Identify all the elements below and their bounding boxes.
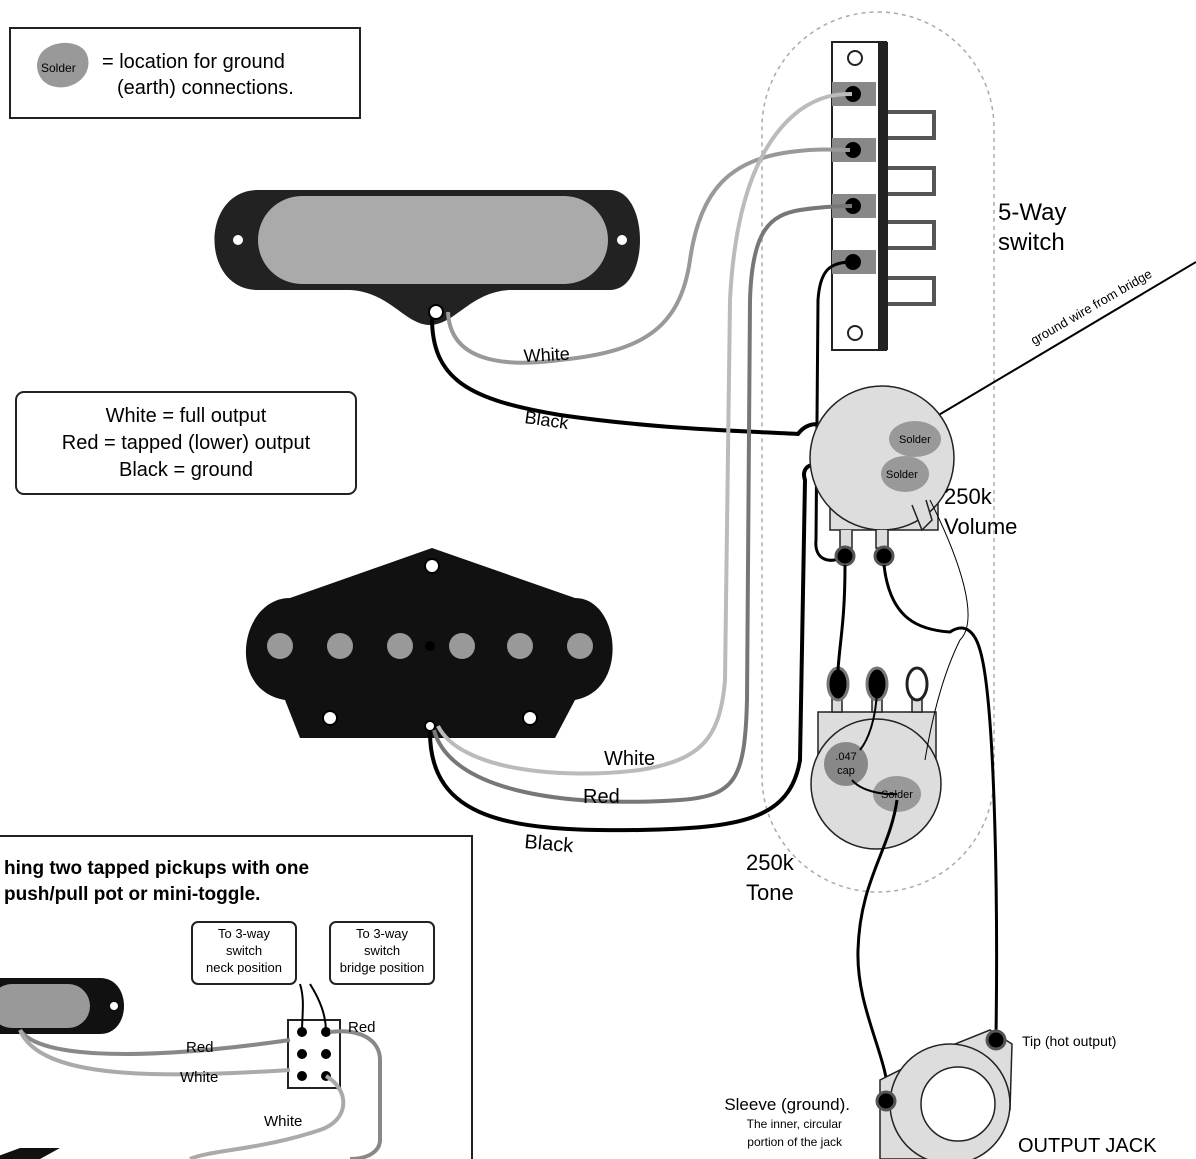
volume-solder-label-2: Solder — [886, 469, 918, 481]
output-jack-inner-ring — [920, 1066, 996, 1142]
volume-pot: Solder Solder 250k Volume — [809, 385, 1017, 567]
tone-solder-label: Solder — [881, 789, 913, 801]
volume-solder-blob-1 — [889, 421, 941, 457]
tone-value-label: 250k — [746, 850, 795, 875]
jack-sleeve-label-line2: The inner, circular — [747, 1117, 842, 1131]
bridge-black-wire — [428, 463, 824, 833]
output-jack: Tip (hot output) Sleeve (ground). The in… — [724, 1029, 1157, 1159]
inset-neck-box-line2: switch — [226, 943, 262, 958]
inset-title-line1: hing two tapped pickups with one — [4, 858, 309, 879]
tone-name-label: Tone — [746, 880, 794, 905]
color-legend-red: Red = tapped (lower) output — [62, 432, 311, 454]
switch-lug-2 — [845, 142, 861, 158]
bridge-black-label: Black — [524, 831, 576, 857]
tone-pot: .047 cap Solder 250k Tone — [746, 666, 942, 905]
bridge-mount-hole-right — [522, 710, 538, 726]
tone-lug-to-cap-wire — [859, 689, 878, 751]
inset-neck-box-line3: neck position — [206, 960, 282, 975]
switch-lug-3 — [845, 198, 861, 214]
pole-piece-3 — [387, 633, 413, 659]
cap-to-tone-ground-wire — [851, 779, 898, 796]
tone-to-jack-sleeve-wire — [856, 799, 899, 1101]
color-legend-black: Black = ground — [119, 459, 253, 481]
pole-piece-4 — [449, 633, 475, 659]
jack-sleeve-lug — [875, 1090, 897, 1112]
control-plate-outline — [761, 11, 995, 893]
tone-cap-icon — [824, 742, 868, 786]
color-legend-box — [15, 391, 357, 495]
inset-red-label-2: Red — [348, 1019, 376, 1036]
neck-white-wire — [446, 147, 851, 365]
switch-bottom-hole — [847, 325, 863, 341]
tone-lug-1 — [826, 666, 850, 702]
switch-lug-4 — [845, 254, 861, 270]
bridge-mount-hole-left — [322, 710, 338, 726]
bridge-white-wire — [436, 92, 853, 776]
solder-blob-icon — [37, 42, 89, 88]
volume-ground-to-tone-wire — [924, 499, 969, 761]
jack-tip-lug — [985, 1029, 1007, 1051]
pole-piece-1 — [267, 633, 293, 659]
tone-cap-label-line1: .047 — [835, 751, 856, 763]
bridge-red-wire — [432, 204, 853, 804]
bridge-white-label: White — [604, 748, 655, 770]
inset-white-label-1: White — [180, 1069, 218, 1086]
solder-legend-line2: (earth) connections. — [117, 77, 294, 99]
switch-top-hole — [847, 50, 863, 66]
ground-wire-label: ground wire from bridge — [1028, 266, 1154, 348]
switch-lug-1 — [845, 86, 861, 102]
volume-solder-blob-2 — [881, 456, 929, 492]
bridge-pickup-lead-eyelet — [424, 720, 436, 732]
jack-sleeve-label-line3: portion of the jack — [747, 1135, 843, 1149]
volume-to-tone-wire — [836, 564, 847, 671]
neck-mount-hole-left — [233, 235, 243, 245]
solder-legend-line1: = location for ground — [102, 51, 285, 73]
pole-piece-5 — [507, 633, 533, 659]
jack-sleeve-label-line1: Sleeve (ground). — [724, 1095, 850, 1114]
tone-cap-label-line2: cap — [837, 765, 855, 777]
inset-bridge-box — [329, 921, 435, 985]
color-legend: White = full output Red = tapped (lower)… — [15, 391, 357, 495]
solder-blob-label: Solder — [41, 61, 76, 75]
volume-to-jack-tip-wire — [882, 564, 999, 1037]
inset-bridge-box-line1: To 3-way — [356, 926, 409, 941]
bridge-mount-hole-top — [424, 558, 440, 574]
neck-pickup — [214, 190, 640, 325]
bridge-red-label: Red — [583, 786, 620, 808]
pole-piece-6 — [567, 633, 593, 659]
switch-label-line1: 5-Way — [998, 199, 1066, 226]
volume-lug-1 — [834, 545, 856, 567]
solder-legend: Solder = location for ground (earth) con… — [9, 27, 361, 119]
ground-wire-from-bridge — [899, 261, 1196, 439]
inset-diagram: hing two tapped pickups with one push/pu… — [0, 835, 473, 1159]
inset-bridge-box-line2: switch — [364, 943, 400, 958]
inset-neck-box-line1: To 3-way — [218, 926, 271, 941]
bridge-pickup — [245, 548, 613, 738]
five-way-switch: 5-Way switch — [831, 41, 1066, 351]
neck-white-label: White — [523, 344, 570, 366]
volume-name-label: Volume — [944, 514, 1017, 539]
volume-value-label: 250k — [944, 484, 993, 509]
inset-title-line2: push/pull pot or mini-toggle. — [4, 884, 260, 905]
neck-pickup-lead-eyelet — [428, 304, 444, 320]
volume-lug-2 — [873, 545, 895, 567]
inset-bridge-box-line3: bridge position — [340, 960, 425, 975]
color-legend-white: White = full output — [106, 405, 267, 427]
switch-to-volume-wire — [814, 260, 853, 562]
pole-piece-2 — [327, 633, 353, 659]
inset-neck-box — [191, 921, 297, 985]
tone-lug-3 — [905, 666, 929, 702]
output-jack-title: OUTPUT JACK — [1018, 1135, 1157, 1157]
inset-red-label-1: Red — [186, 1039, 214, 1056]
tone-pot-body — [810, 718, 942, 850]
volume-solder-label-1: Solder — [899, 434, 931, 446]
jack-tip-label: Tip (hot output) — [1022, 1033, 1116, 1049]
switch-label-line2: switch — [998, 229, 1065, 256]
neck-mount-hole-right — [617, 235, 627, 245]
neck-black-label: Black — [523, 407, 570, 433]
volume-pot-body — [809, 385, 955, 531]
inset-white-label-2: White — [264, 1113, 302, 1130]
inset-bridge-pickup — [0, 1148, 60, 1159]
